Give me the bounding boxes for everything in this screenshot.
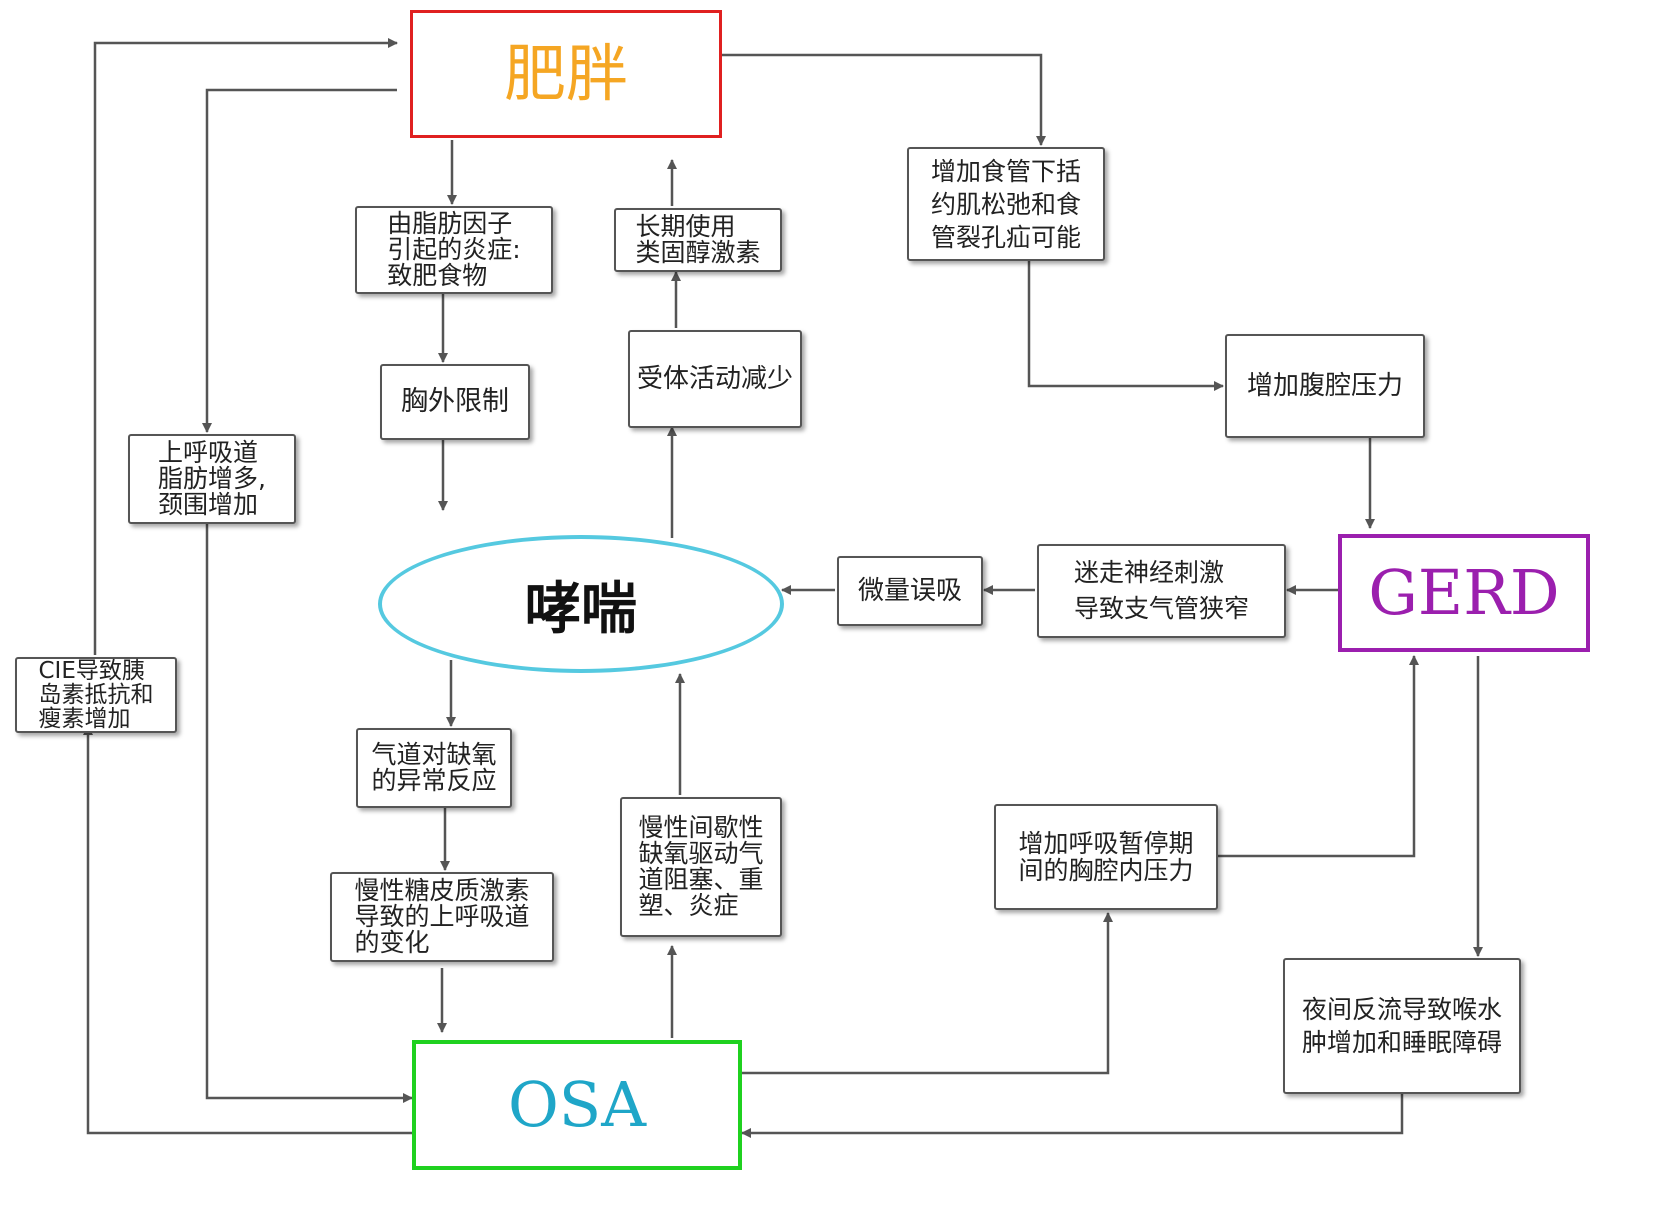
receptor-activity-text: 受体活动减少 xyxy=(636,364,793,394)
upper-airway-fat-text: 上呼吸道 脂肪增多, 颈围增加 xyxy=(158,438,266,519)
asthma-label: 哮喘 xyxy=(525,576,637,642)
arrow-les-to-abdominal xyxy=(1027,260,1224,391)
gerd-node: GERD xyxy=(1338,534,1590,652)
les-relaxation-text: 增加食管下括 约肌松弛和食 管裂孔疝可能 xyxy=(930,156,1081,252)
glucocorticoid-airway-text: 慢性糖皮质激素 导致的上呼吸道 的变化 xyxy=(354,876,530,957)
vagal-bronchoconstriction-box: 迷走神经刺激 导致支气管狭窄 xyxy=(1037,544,1286,638)
arrow-cie-to-obesity xyxy=(93,38,398,655)
microaspiration-box: 微量误吸 xyxy=(837,556,983,626)
vagal-bronchoconstriction-text: 迷走神经刺激 导致支气管狭窄 xyxy=(1073,558,1249,623)
airway-hypoxia-response-text: 气道对缺氧 的异常反应 xyxy=(371,740,497,795)
les-relaxation-box: 增加食管下括 约肌松弛和食 管裂孔疝可能 xyxy=(907,147,1105,261)
arrow-upper-airway-to-osa xyxy=(205,522,413,1103)
arrow-apnea-to-gerd xyxy=(1218,655,1419,858)
chest-restriction-box: 胸外限制 xyxy=(380,364,530,440)
adipokine-inflammation-box: 由脂肪因子 引起的炎症: 致肥食物 xyxy=(355,206,553,294)
cie-insulin-leptin-box: CIE导致胰 岛素抵抗和 瘦素增加 xyxy=(15,657,177,733)
nocturnal-reflux-box: 夜间反流导致喉水 肿增加和睡眠障碍 xyxy=(1283,958,1521,1094)
abdominal-pressure-box: 增加腹腔压力 xyxy=(1225,334,1425,438)
adipokine-inflammation-text: 由脂肪因子 引起的炎症: 致肥食物 xyxy=(387,209,521,290)
arrow-obesity-to-les xyxy=(722,53,1046,146)
arrow-obesity-to-upper-airway xyxy=(202,88,397,433)
osa-label: OSA xyxy=(507,1068,647,1141)
gerd-label: GERD xyxy=(1368,556,1560,629)
arrow-osa-to-apnea xyxy=(742,912,1113,1075)
obesity-node: 肥胖 xyxy=(410,10,722,138)
nocturnal-reflux-text: 夜间反流导致喉水 肿增加和睡眠障碍 xyxy=(1301,995,1502,1057)
asthma-node: 哮喘 xyxy=(378,535,784,673)
airway-hypoxia-response-box: 气道对缺氧 的异常反应 xyxy=(356,728,512,808)
intermittent-hypoxia-text: 慢性间歇性 缺氧驱动气 道阻塞、重 塑、炎症 xyxy=(638,813,764,920)
abdominal-pressure-text: 增加腹腔压力 xyxy=(1246,371,1403,401)
microaspiration-text: 微量误吸 xyxy=(857,576,962,606)
long-term-steroids-box: 长期使用 类固醇激素 xyxy=(614,208,782,272)
apnea-thoracic-pressure-text: 增加呼吸暂停期 间的胸腔内压力 xyxy=(1018,829,1194,885)
intermittent-hypoxia-box: 慢性间歇性 缺氧驱动气 道阻塞、重 塑、炎症 xyxy=(620,797,782,937)
osa-node: OSA xyxy=(412,1040,742,1170)
receptor-activity-box: 受体活动减少 xyxy=(628,330,802,428)
upper-airway-fat-box: 上呼吸道 脂肪增多, 颈围增加 xyxy=(128,434,296,524)
arrow-reflux-to-osa xyxy=(741,1092,1404,1138)
cie-insulin-leptin-text: CIE导致胰 岛素抵抗和 瘦素增加 xyxy=(38,658,154,732)
arrow-osa-to-cie xyxy=(83,725,412,1135)
apnea-thoracic-pressure-box: 增加呼吸暂停期 间的胸腔内压力 xyxy=(994,804,1218,910)
glucocorticoid-airway-box: 慢性糖皮质激素 导致的上呼吸道 的变化 xyxy=(330,872,554,962)
obesity-label: 肥胖 xyxy=(503,37,628,110)
long-term-steroids-text: 长期使用 类固醇激素 xyxy=(635,212,761,267)
chest-restriction-text: 胸外限制 xyxy=(401,386,509,417)
